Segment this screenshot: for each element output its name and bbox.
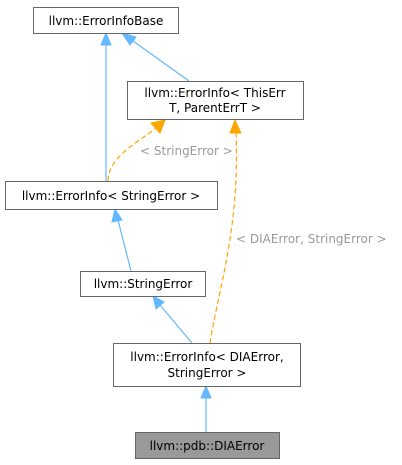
node-errorinfo-diaerror[interactable]: llvm::ErrorInfo< DIAError, StringError >	[113, 343, 301, 387]
arrowhead-errorinfo-diaerror-from-diaerror	[200, 384, 212, 399]
node-errorinfo-generic-label-line1: llvm::ErrorInfo< ThisErr	[144, 86, 285, 100]
arrowhead-errorinfo-stringerror-from-stringerror	[111, 207, 123, 223]
node-errorinfobase[interactable]: llvm::ErrorInfoBase	[33, 7, 179, 34]
node-errorinfo-generic-label-line2: T, ParentErrT >	[168, 101, 261, 115]
edge-template-diaerror	[209, 131, 238, 344]
edge-errorinfo-generic-to-errorinfobase	[132, 40, 190, 82]
node-diaerror-label: llvm::pdb::DIAError	[150, 439, 265, 453]
arrowhead-template-stringerror	[150, 119, 166, 134]
edge-errorinfo-diaerror-to-stringerror	[159, 304, 193, 344]
edge-template-stringerror	[107, 127, 157, 182]
arrowhead-stringerror-from-errorinfo-diaerror	[152, 295, 165, 310]
node-errorinfo-stringerror[interactable]: llvm::ErrorInfo< StringError >	[5, 181, 218, 210]
node-stringerror-label: llvm::StringError	[94, 277, 193, 291]
arrowhead-errorinfobase-from-generic	[120, 32, 137, 46]
node-errorinfo-diaerror-label-line2: StringError >	[168, 366, 247, 380]
node-errorinfo-stringerror-label: llvm::ErrorInfo< StringError >	[22, 189, 200, 203]
arrowhead-template-diaerror	[229, 118, 242, 134]
edge-stringerror-to-errorinfo-stringerror	[117, 219, 132, 272]
edges	[100, 31, 242, 432]
edge-label-dia-error: < DIAError, StringError >	[236, 232, 387, 246]
node-stringerror[interactable]: llvm::StringError	[80, 271, 206, 297]
node-errorinfo-generic[interactable]: llvm::ErrorInfo< ThisErr T, ParentErrT >	[127, 81, 304, 120]
arrowhead-errorinfobase-from-stringerror-info	[100, 31, 112, 46]
edge-labels: < StringError > < DIAError, StringError …	[140, 144, 387, 246]
node-errorinfobase-label: llvm::ErrorInfoBase	[49, 14, 164, 28]
node-errorinfo-diaerror-label-line1: llvm::ErrorInfo< DIAError,	[130, 350, 283, 364]
node-diaerror[interactable]: llvm::pdb::DIAError	[135, 432, 280, 459]
edge-label-string-error: < StringError >	[140, 144, 233, 158]
